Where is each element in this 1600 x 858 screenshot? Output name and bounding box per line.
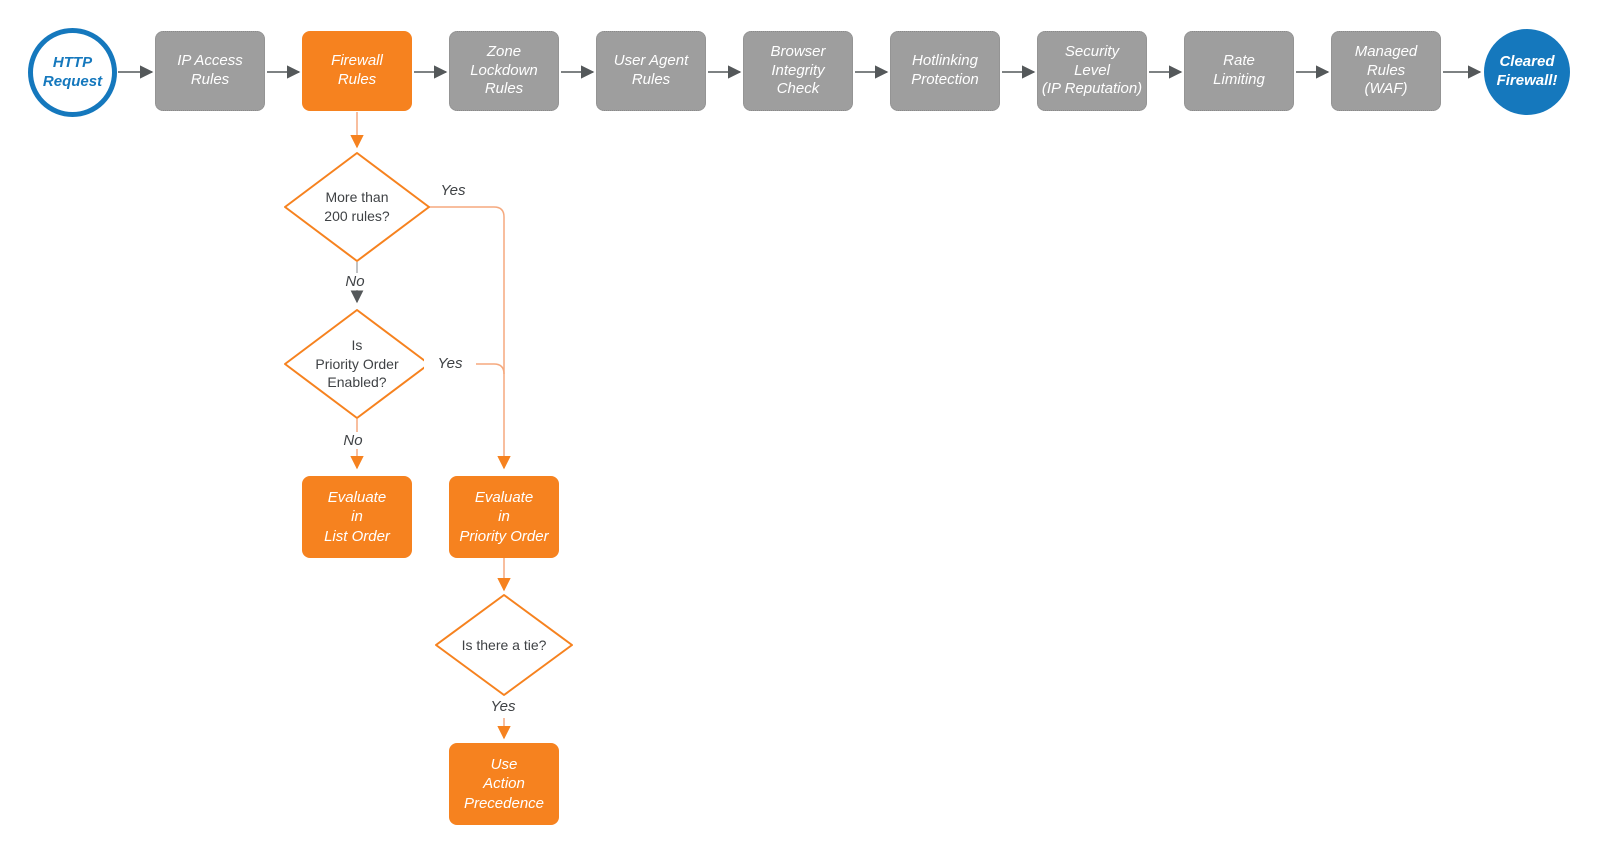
stage-rate-limiting: Rate Limiting [1184,31,1294,111]
stage-firewall-rules: Firewall Rules [302,31,412,111]
edge-yes-200-to-priority-order-box [429,206,511,470]
action-use-action-precedence: Use Action Precedence [449,743,559,825]
edge-label-no-more-than-200: No [333,273,377,290]
stage-label: Firewall Rules [331,52,383,88]
edge-label-yes-priority-order: Yes [424,355,476,372]
stage-label: Browser Integrity Check [770,42,826,98]
end-node-label: Cleared Firewall! [1496,53,1558,89]
stage-label: IP Access Rules [177,52,243,88]
edge-label-no-priority-order: No [331,432,375,449]
action-label: Evaluate in List Order [324,488,390,545]
stage-ip-access-rules: IP Access Rules [155,31,265,111]
action-label: Use Action Precedence [463,755,545,812]
end-node-cleared-firewall: Cleared Firewall! [1484,29,1570,115]
stage-label: Managed Rules (WAF) [1354,42,1418,98]
decision-priority-order-enabled-shape [284,309,430,419]
stage-label: Hotlinking Protection [911,52,979,88]
edge-label-yes-more-than-200: Yes [440,182,466,199]
decision-label: Is there a tie? [461,636,547,653]
decision-label: Is Priority Order Enabled? [315,336,399,391]
stage-user-agent-rules: User Agent Rules [596,31,706,111]
stage-label: User Agent Rules [613,52,689,88]
action-evaluate-in-priority-order: Evaluate in Priority Order [449,476,559,558]
action-evaluate-in-list-order: Evaluate in List Order [302,476,412,558]
decision-is-there-a-tie: Is there a tie? [434,627,574,663]
start-node-label: HTTP Request [42,53,103,90]
decision-priority-order-enabled: Is Priority Order Enabled? [287,322,427,406]
decision-label: More than 200 rules? [324,189,390,224]
stage-label: Rate Limiting [1213,52,1265,88]
decision-more-than-200-rules-shape [284,152,430,262]
stage-label: Zone Lockdown Rules [470,42,538,98]
stage-managed-rules-waf: Managed Rules (WAF) [1331,31,1441,111]
edge-yes-priority-merge [429,363,505,375]
decision-more-than-200-rules: More than 200 rules? [287,179,427,235]
edge-label-yes-tie: Yes [490,698,516,715]
stage-zone-lockdown-rules: Zone Lockdown Rules [449,31,559,111]
stage-hotlinking-protection: Hotlinking Protection [890,31,1000,111]
stage-label: Security Level (IP Reputation) [1041,42,1143,98]
decision-is-there-a-tie-shape [435,594,573,696]
action-label: Evaluate in Priority Order [459,488,549,545]
stage-browser-integrity-check: Browser Integrity Check [743,31,853,111]
stage-security-level: Security Level (IP Reputation) [1037,31,1147,111]
start-node-http-request: HTTP Request [28,28,117,117]
